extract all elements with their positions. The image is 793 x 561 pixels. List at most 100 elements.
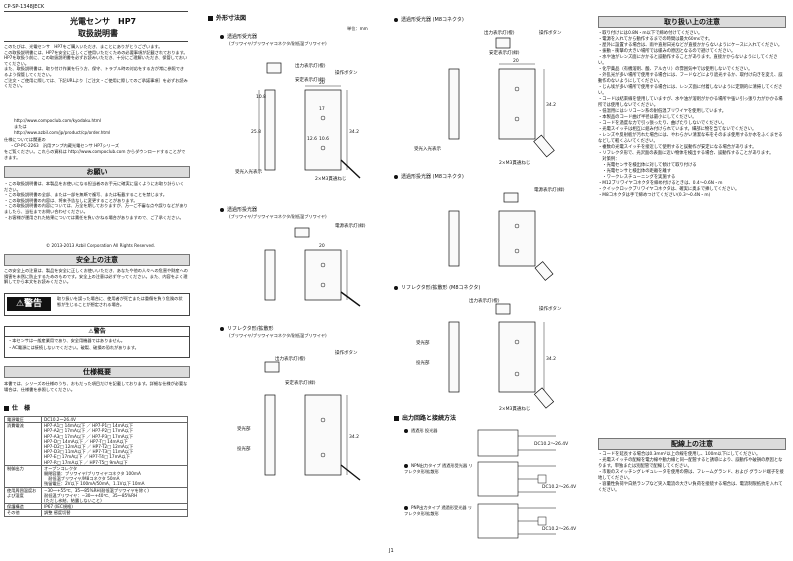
url-2[interactable]: http://www.azbil.com/jp/product/cp/order…: [14, 130, 111, 135]
doc-code: CP-SP-1348JECK: [4, 4, 45, 10]
table-row: その他調整 感度切替: [4, 509, 188, 517]
drawing-2: 電源表示灯(緑) 20: [264, 222, 366, 307]
drawing-4-title: 透過形受光器 (M8コネクタ): [394, 17, 464, 23]
drawing-3-title-text: リフレクタ形/拡散形: [227, 326, 274, 332]
label-stab-led: 安定表示灯(緑): [295, 76, 326, 83]
drawing-6-title: リフレクタ形/拡散形 (M8コネクタ): [394, 285, 480, 291]
related-note: をご覧ください。これらの資料は http://www.compoclub.com…: [4, 149, 186, 160]
bullet-icon: [394, 17, 398, 22]
copyright: © 2013-2013 Azbil Corporation All Rights…: [46, 243, 156, 248]
outline-unit: 単位：mm: [347, 26, 368, 31]
label-stab-led: 安定表示灯(緑): [285, 379, 316, 386]
circuit-2-title-text: NPN出力タイプ 透過形受光器 リフレクタ形/拡散形: [404, 463, 473, 474]
caution-label: 警告: [93, 328, 106, 335]
supply-label: DC10.2〜26.4V: [542, 484, 577, 490]
section-handling: 取り扱い上の注意: [598, 16, 786, 28]
section-wiring: 配線上の注意: [598, 438, 786, 450]
sensor-main-body: [304, 394, 342, 476]
drawing-6-title-text: リフレクタ形/拡散形 (M8コネクタ): [401, 285, 481, 291]
related-label: 仕様については関連の: [4, 137, 46, 142]
dim-label: 12.6: [307, 136, 317, 142]
drawing-2-title-text: 透過形投光器: [227, 207, 258, 213]
label-emitter: 投光部: [237, 445, 251, 452]
drawing-1: 操作ボタン 出力表示灯(橙) 安定表示灯(緑) 20 34.2 25.8 10.…: [235, 62, 361, 182]
label-op-button: 操作ボタン: [335, 69, 358, 76]
drawing-5: 電源表示灯(緑): [448, 186, 565, 281]
related-doc: ・CP-PC-2263 汎用アンプ内蔵光電センサ HP7シリーズ: [10, 143, 120, 148]
supply-label: DC10.2〜26.4V: [542, 526, 577, 532]
drawing-1-sub: (ブリワイヤ/ブリワイヤコネクタ/耐低温ブリワイヤ): [229, 41, 327, 46]
spec-value: HP7-A1□ 14mA以下 ／ HP7-P1□ 14mA以下 HP7-A2□ …: [41, 422, 188, 466]
m8-connector: [534, 261, 554, 281]
intro-text: このたびは、光電センサ HP7をご購入いただき、まことにありがとうございます。 …: [4, 44, 188, 89]
dim-label: 34.2: [349, 434, 359, 440]
spec-intro: 本書では、シリーズの仕様のうち、おもだった項目だけを記載しております。詳細な仕様…: [4, 381, 188, 392]
label-op-button: 操作ボタン: [539, 29, 562, 36]
dim-label: 20: [513, 58, 519, 64]
m8-connector: [533, 387, 555, 409]
spec-key: その他: [4, 509, 42, 517]
label-mount: 2×M3貫通ねじ: [499, 159, 530, 166]
bullet-icon: [404, 464, 408, 468]
circuit-1-title: 透過形 投光器: [404, 428, 474, 434]
spec-subtitle: 仕 様: [4, 405, 30, 412]
warning-label-box: ⚠警告: [7, 297, 51, 311]
m8-connector: [533, 134, 555, 158]
label-out-led: 出力表示灯(橙): [295, 62, 326, 69]
drawing-4: 出力表示灯(橙) 操作ボタン 安定表示灯(緑) 34.2 20 2×M3貫通ねじ…: [414, 29, 562, 166]
sensor-side-body: [448, 68, 460, 140]
label-op-button: 操作ボタン: [335, 349, 358, 356]
safety-text: この安全上の注意は、製品を安全に正しくお使いいただき、あなたや他の人々への危害や…: [4, 268, 188, 285]
sensor-front-view: [495, 303, 511, 315]
label-power-led: 電源表示灯(緑): [335, 222, 366, 229]
label-out-led: 出力表示灯(橙): [275, 355, 306, 362]
bullet-icon: [220, 326, 224, 331]
label-out-led: 出力表示灯(橙): [484, 29, 515, 36]
dim-label: 34.2: [546, 356, 556, 362]
sensor-main-body: [304, 89, 342, 171]
circuit-2: DC10.2〜26.4V: [477, 461, 577, 497]
handling-text: ・取り付けには0.8N・m以下で締め付けてください。 ・電源を入れてから動作する…: [598, 31, 783, 198]
sensor-main-body: [304, 249, 342, 301]
label-out-led: 出力表示灯(橙): [469, 297, 500, 304]
spec-subtitle-text: 仕 様: [12, 405, 31, 412]
label-mount: 2×M3貫通ねじ: [315, 175, 346, 182]
circuit-1-title-text: 透過形 投光器: [411, 428, 438, 433]
sensor-side-body: [448, 321, 460, 393]
sensor-main-body: [498, 68, 536, 140]
sensor-front-view: [266, 62, 282, 74]
label-power-led: 電源表示灯(緑): [534, 186, 565, 193]
sensor-front-view: [503, 192, 519, 203]
dim-label: 20: [319, 243, 325, 249]
url-1[interactable]: http://www.compoclub.com/kyodaku.html: [14, 118, 102, 123]
doc-title: 光電センサ HP7: [70, 17, 137, 26]
wiring-text: ・コードを延長する場合は0.3mm²以上の線を使用し、100m以下にしてください…: [598, 452, 784, 493]
dim-label: 10.6: [319, 136, 329, 142]
title-rule: [4, 41, 188, 42]
outline-heading-text: 外形寸法図: [216, 15, 247, 22]
sensor-front-view: [264, 361, 280, 373]
bullet-icon: [220, 34, 224, 39]
sensor-side-body: [264, 394, 276, 476]
dim-label: 25.8: [251, 129, 261, 135]
bullet-icon: [394, 285, 398, 290]
page-number: J1: [389, 548, 394, 554]
doc-subtitle: 取扱説明書: [78, 29, 118, 38]
label-receiver: 受光部: [237, 425, 251, 432]
circuit-2-title: NPN出力タイプ 透過形受光器 リフレクタ形/拡散形: [404, 463, 474, 474]
warning-box: ⚠警告 取り扱いを誤った場合に、使用者が死亡または重傷を負う危険の状態が生じるこ…: [4, 293, 190, 316]
drawing-1-title: 透過形受光器: [220, 34, 257, 40]
section-spec: 仕様概要: [4, 366, 190, 378]
sensor-main-body: [498, 210, 536, 267]
drawing-5-title: 透過形投光器 (M8コネクタ): [394, 174, 464, 180]
spec-value: オープンコレクタ 開閉容量：ブリワイヤ/ブリワイヤコネクタ 100mA 耐低温ブ…: [41, 464, 188, 488]
spec-value: 調整 感度切替: [41, 509, 188, 517]
caution-box: ⚠警告 ・本センサは一般産業用であり、安全用機器ではありません。 ・AC電源には…: [4, 326, 190, 358]
bullet-icon: [404, 429, 408, 433]
bullet-icon: [394, 174, 398, 179]
circuit-1: DC10.2〜26.4V: [477, 429, 569, 457]
drawing-1-title-text: 透過形受光器: [227, 34, 258, 40]
circuit-3-title: PNP出力タイプ 透過形受光器 リフレクタ形/拡散形: [404, 505, 474, 516]
sensor-side-body: [264, 249, 276, 301]
